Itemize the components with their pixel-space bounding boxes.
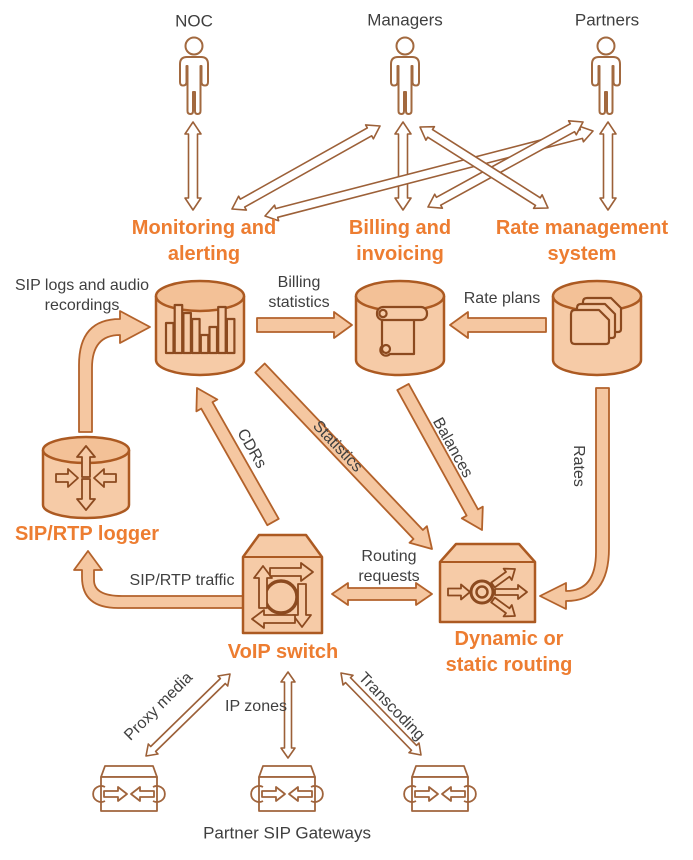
- switch-up-arrow-icon: [253, 565, 273, 609]
- gateway-right-arrow-icon: [414, 786, 439, 802]
- actor-label-managers: Managers: [367, 10, 443, 30]
- voip-switch-icon: [241, 533, 324, 635]
- gateway-left-arrow-icon: [441, 786, 466, 802]
- routing-requests-arrow: [331, 582, 433, 606]
- partners-person-icon: [591, 36, 621, 115]
- gateway-right-arrow-icon: [261, 786, 286, 802]
- gateway-left-arrow-icon: [130, 786, 155, 802]
- routing-box-icon: [438, 542, 537, 624]
- managers-person-icon: [390, 36, 420, 115]
- billing-statistics-arrow: [256, 311, 353, 339]
- routing-out-se-arrow-icon: [490, 596, 516, 618]
- transcoding-arrow: [340, 672, 422, 756]
- noc-person-icon: [179, 36, 209, 115]
- actor-label-noc: NOC: [175, 11, 213, 31]
- sip-rtp-logger-heading: SIP/RTP logger: [14, 523, 160, 545]
- ip-zones-arrow: [280, 671, 296, 759]
- rate-plans-arrow: [449, 311, 547, 339]
- rates-curved-arrow: [539, 387, 610, 610]
- gateway-icon: [403, 765, 477, 812]
- proxy-media-arrow: [145, 673, 231, 757]
- gateway-icon: [92, 765, 166, 812]
- billing-statistics-label: Billing statistics: [268, 274, 330, 311]
- gateway-icon: [250, 765, 324, 812]
- sip-logs-label: SIP logs and audio recordings: [14, 277, 150, 314]
- logger-up-arrow-icon: [76, 445, 96, 478]
- routing-in-arrow-icon: [447, 583, 471, 601]
- noc-monitoring-arrow: [184, 121, 202, 211]
- routing-requests-label: Routing requests: [358, 548, 420, 585]
- partners-billing-arrow: [427, 120, 584, 209]
- billing-heading: Billing and invoicing: [348, 217, 452, 265]
- managers-billing-arrow: [394, 121, 412, 211]
- sip-rtp-traffic-curved-arrow: [73, 550, 244, 609]
- bar-chart-icon: [164, 303, 236, 355]
- stacked-cards-icon: [569, 296, 623, 346]
- rate-management-heading: Rate management system: [495, 217, 669, 265]
- rates-label: Rates: [570, 445, 587, 487]
- switch-right-arrow-icon: [269, 562, 314, 582]
- gateway-left-arrow-icon: [288, 786, 313, 802]
- routing-out-e-arrow-icon: [494, 584, 528, 600]
- voip-switch-heading: VoIP switch: [227, 641, 339, 663]
- sip-rtp-traffic-label: SIP/RTP traffic: [129, 572, 235, 589]
- switch-left-arrow-icon: [251, 609, 296, 629]
- routing-hub-inner-ring-icon: [475, 585, 489, 599]
- routing-out-ne-arrow-icon: [490, 567, 516, 589]
- statistics-arrow: [254, 362, 433, 550]
- switch-down-arrow-icon: [292, 583, 312, 628]
- logger-down-arrow-icon: [76, 478, 96, 511]
- partners-ratemgmt-arrow: [599, 121, 617, 211]
- ip-zones-label: IP zones: [225, 698, 287, 715]
- sip-logs-curved-arrow: [78, 310, 151, 433]
- rate-plans-label: Rate plans: [463, 290, 541, 307]
- managers-monitoring-arrow: [231, 124, 381, 211]
- cdrs-arrow: [195, 387, 280, 527]
- partners-monitoring-arrow: [264, 125, 594, 222]
- managers-ratemgmt-arrow: [419, 125, 549, 210]
- logger-right-arrow-icon: [55, 468, 79, 488]
- sip-rtp-logger-icon: [41, 435, 131, 520]
- balances-arrow: [396, 382, 484, 531]
- actor-label-partners: Partners: [574, 10, 640, 30]
- logger-left-arrow-icon: [93, 468, 117, 488]
- invoice-scroll-icon: [375, 305, 429, 357]
- billing-db-icon: [354, 279, 446, 377]
- partner-gateways-label: Partner SIP Gateways: [203, 823, 371, 843]
- routing-hub-outer-ring-icon: [469, 579, 495, 605]
- dynamic-routing-heading: Dynamic or static routing: [445, 628, 573, 676]
- monitoring-db-icon: [154, 279, 246, 377]
- rate-db-icon: [551, 279, 643, 377]
- monitoring-heading: Monitoring and alerting: [131, 217, 277, 265]
- gateway-right-arrow-icon: [103, 786, 128, 802]
